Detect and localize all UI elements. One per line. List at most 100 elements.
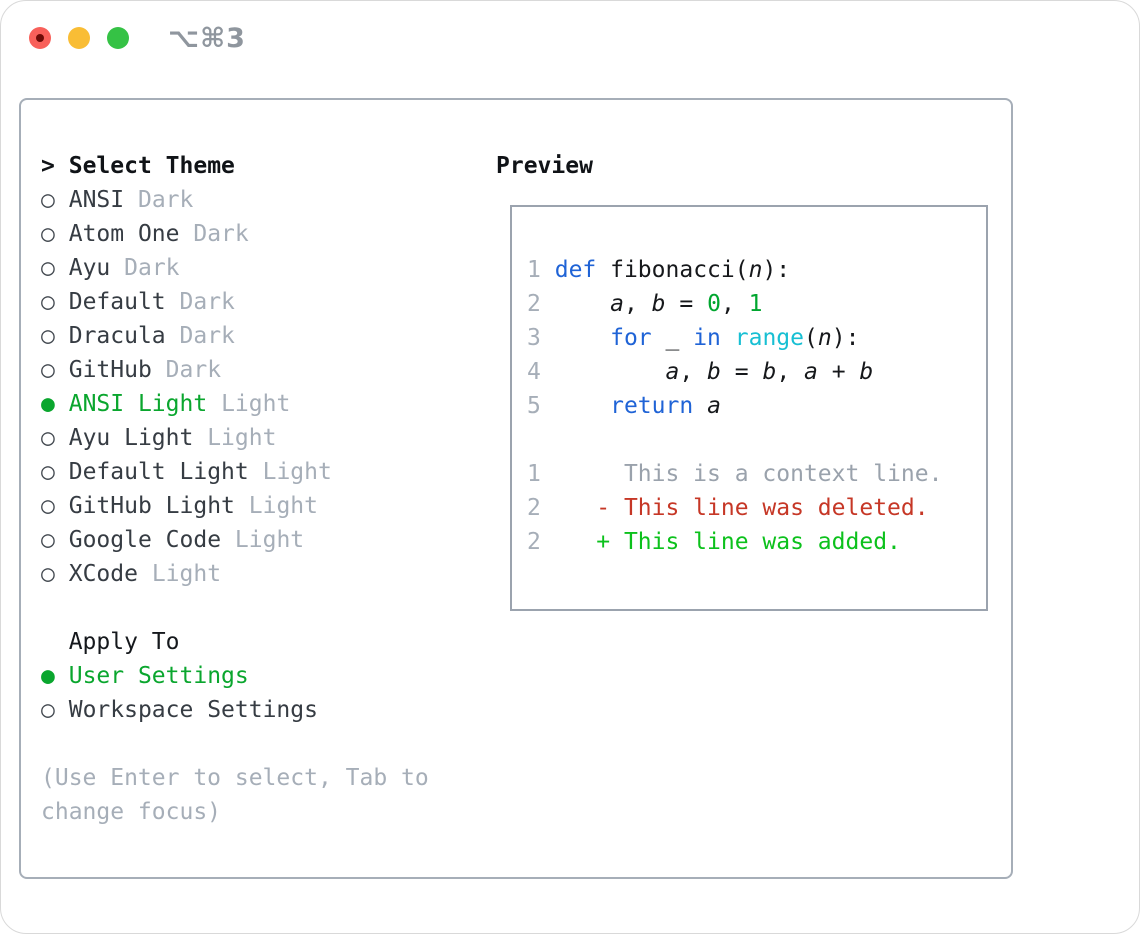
- theme-option-ayu[interactable]: ○ Ayu Dark: [41, 251, 429, 285]
- code-text: [693, 393, 707, 419]
- code-blank-line: [527, 423, 942, 457]
- apply-option-label: Workspace Settings: [68, 697, 318, 723]
- theme-option-xcode[interactable]: ○ XCode Light: [41, 557, 429, 591]
- radio-icon: ○: [41, 425, 55, 451]
- hint-line: (Use Enter to select, Tab to: [41, 765, 429, 791]
- literal-token: 1: [748, 291, 763, 317]
- text: [55, 425, 69, 451]
- spacer: [41, 591, 429, 625]
- text: [55, 697, 69, 723]
- theme-variant: Dark: [179, 323, 235, 349]
- code-text: ,: [720, 291, 749, 317]
- text: [207, 391, 221, 417]
- radio-icon: ○: [41, 697, 55, 723]
- radio-icon: ○: [41, 561, 55, 587]
- keyword-token: def: [554, 257, 597, 283]
- theme-name: GitHub Light: [68, 493, 235, 519]
- radio-icon: ○: [41, 357, 55, 383]
- variable-token: a: [707, 393, 721, 419]
- text: [152, 357, 166, 383]
- theme-name: Google Code: [68, 527, 222, 553]
- code-line: 2 + This line was added.: [527, 525, 942, 559]
- text: [55, 663, 69, 689]
- keyword-token: return: [610, 393, 694, 419]
- line-number: 1: [527, 461, 541, 487]
- code-text: ,: [776, 359, 805, 385]
- text: [138, 561, 152, 587]
- text: [55, 391, 69, 417]
- text: [55, 323, 69, 349]
- radio-icon: ○: [41, 527, 55, 553]
- code-text: [541, 257, 555, 283]
- minimize-button[interactable]: [68, 27, 90, 49]
- text: [166, 323, 180, 349]
- text: [55, 289, 69, 315]
- code-text: ,: [623, 291, 652, 317]
- code-text: [541, 359, 666, 385]
- theme-variant: Dark: [137, 187, 194, 213]
- theme-variant: Light: [248, 493, 318, 519]
- text: [55, 493, 69, 519]
- theme-option-default[interactable]: ○ Default Dark: [41, 285, 429, 319]
- code-line: 5 return a: [527, 389, 942, 423]
- text: [41, 595, 55, 621]
- theme-name: ANSI Light: [68, 391, 208, 417]
- theme-option-ansi[interactable]: ○ ANSI Dark: [41, 183, 429, 217]
- window-title: ⌥⌘3: [168, 23, 246, 54]
- theme-name: Default: [68, 289, 166, 315]
- variable-token: b: [707, 359, 721, 385]
- apply-option-user-settings[interactable]: ● User Settings: [41, 659, 429, 693]
- text: [55, 255, 69, 281]
- code-text: +: [817, 359, 860, 385]
- theme-option-google-code[interactable]: ○ Google Code Light: [41, 523, 429, 557]
- zoom-button[interactable]: [107, 27, 129, 49]
- code-text: fibonacci(: [596, 257, 749, 283]
- text: [55, 153, 69, 179]
- variable-token: a: [610, 291, 624, 317]
- code-line: 1 This is a context line.: [527, 457, 942, 491]
- theme-name: ANSI: [68, 187, 125, 213]
- radio-selected-icon: ●: [41, 391, 55, 417]
- select-theme-title: Select Theme: [68, 153, 235, 179]
- radio-icon: ○: [41, 187, 55, 213]
- code-text: ):: [831, 325, 860, 351]
- code-text: =: [665, 291, 708, 317]
- close-button[interactable]: [29, 27, 51, 49]
- line-number: 1: [527, 257, 541, 283]
- theme-option-ayu-light[interactable]: ○ Ayu Light Light: [41, 421, 429, 455]
- text: [527, 427, 541, 453]
- context-line-text: This is a context line.: [540, 461, 943, 487]
- prompt-arrow-icon: >: [41, 153, 55, 179]
- theme-list: > Select Theme○ ANSI Dark○ Atom One Dark…: [41, 149, 429, 829]
- theme-variant: Light: [207, 425, 277, 451]
- text: [166, 289, 180, 315]
- theme-option-github[interactable]: ○ GitHub Dark: [41, 353, 429, 387]
- preview-title: Preview: [496, 153, 593, 179]
- line-number: 3: [527, 325, 541, 351]
- apply-to-title: Apply To: [68, 629, 180, 655]
- code-line: 1 def fibonacci(n):: [527, 253, 942, 287]
- text: [55, 561, 69, 587]
- code-line: 3 for _ in range(n):: [527, 321, 942, 355]
- text: [124, 187, 138, 213]
- apply-option-workspace-settings[interactable]: ○ Workspace Settings: [41, 693, 429, 727]
- theme-option-github-light[interactable]: ○ GitHub Light Light: [41, 489, 429, 523]
- theme-option-atom-one[interactable]: ○ Atom One Dark: [41, 217, 429, 251]
- apply-to-header: Apply To: [41, 625, 429, 659]
- theme-name: Default Light: [68, 459, 249, 485]
- theme-option-dracula[interactable]: ○ Dracula Dark: [41, 319, 429, 353]
- code-text: =: [720, 359, 763, 385]
- variable-token: a: [665, 359, 680, 385]
- radio-icon: ○: [41, 255, 55, 281]
- text: [41, 731, 55, 757]
- text: [55, 357, 69, 383]
- code-text: [541, 291, 610, 317]
- theme-option-ansi-light[interactable]: ● ANSI Light Light: [41, 387, 429, 421]
- line-number: 2: [527, 529, 541, 555]
- hint-text: (Use Enter to select, Tab to: [41, 761, 429, 795]
- literal-token: 0: [707, 291, 721, 317]
- line-number: 4: [527, 359, 541, 385]
- theme-option-default-light[interactable]: ○ Default Light Light: [41, 455, 429, 489]
- variable-token: n: [817, 325, 832, 351]
